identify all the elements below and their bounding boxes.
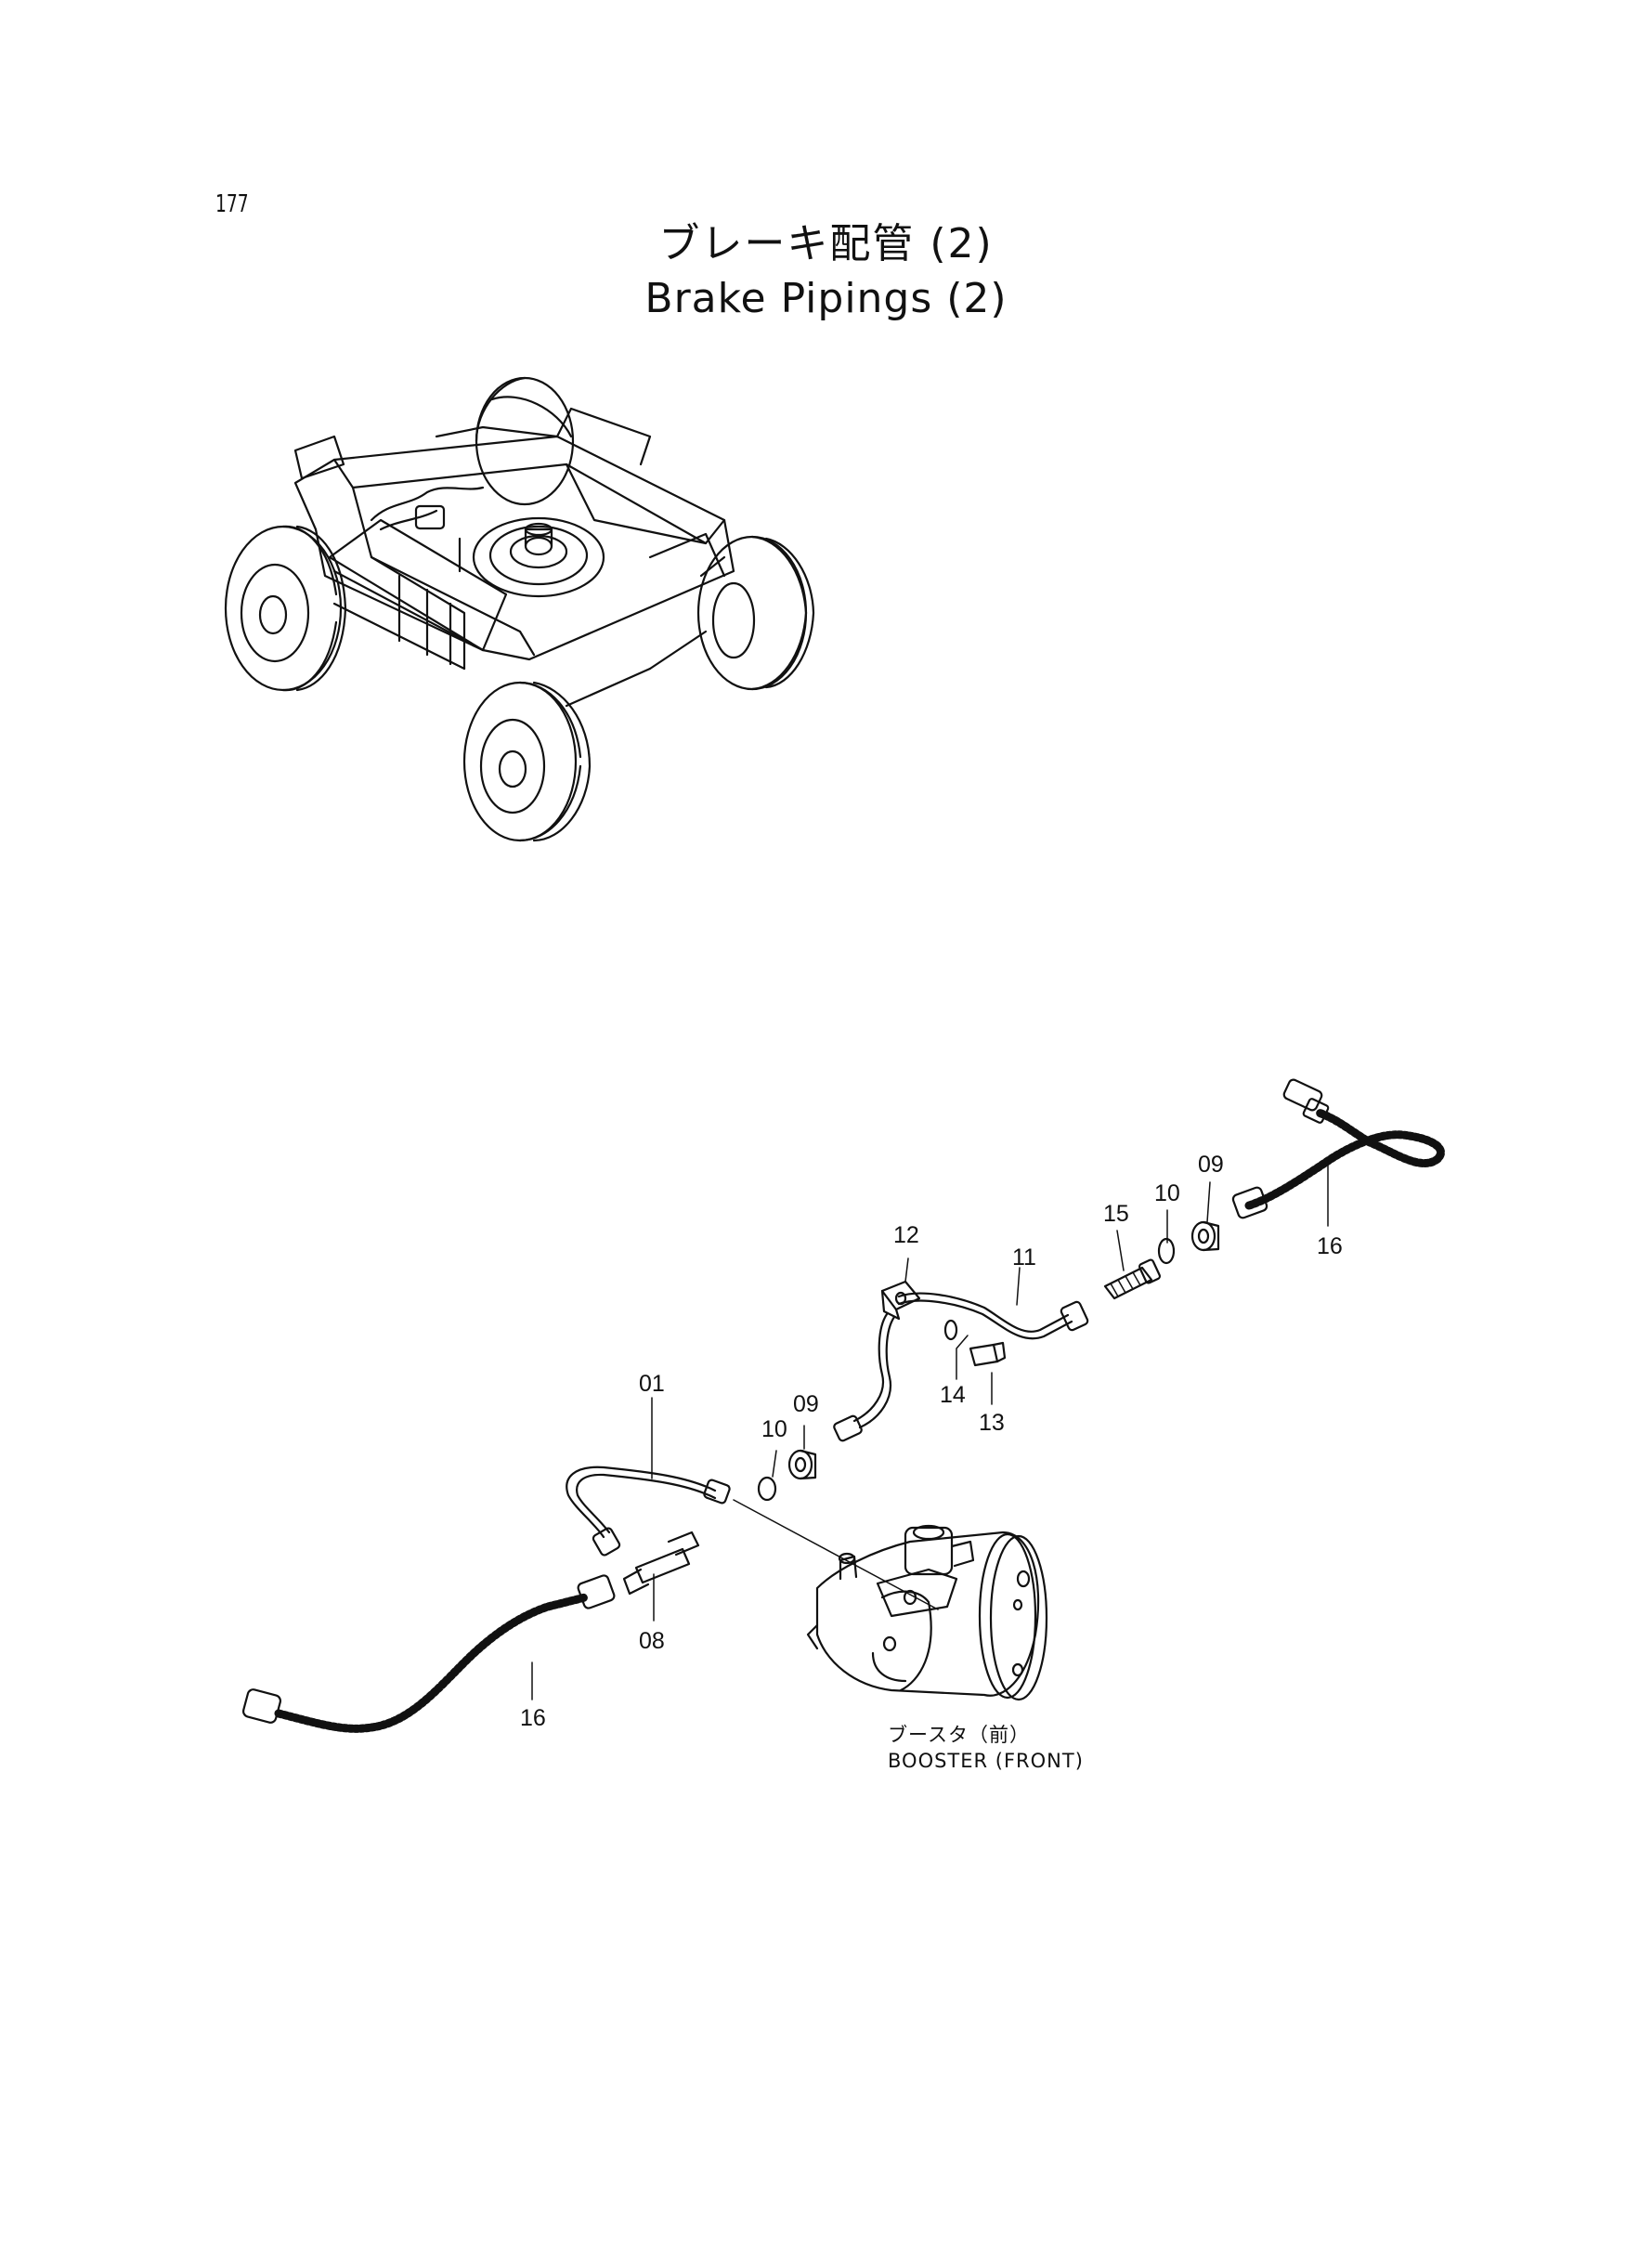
pipe-11 (897, 1292, 1089, 1340)
callout-10-lower: 10 (761, 1416, 787, 1442)
hose-16-upper (1231, 1078, 1445, 1219)
pipe-01 (566, 1466, 731, 1557)
callout-11: 11 (1012, 1244, 1036, 1270)
callout-labels: 01 08 09 10 11 12 13 14 15 10 09 16 16 (520, 1152, 1343, 1731)
washer-14 (943, 1319, 958, 1341)
callout-01: 01 (639, 1371, 665, 1397)
bolt-13 (969, 1341, 1007, 1367)
washer-10-upper (1157, 1237, 1176, 1265)
booster-label: ブースタ（前） BOOSTER (FRONT) (888, 1722, 1084, 1774)
adapter-15 (1103, 1258, 1162, 1300)
booster-front (806, 1524, 1048, 1701)
leader-lines (531, 1160, 1329, 1700)
callout-13: 13 (979, 1410, 1005, 1436)
callout-16-lower: 16 (520, 1705, 546, 1731)
callout-10-upper: 10 (1154, 1180, 1180, 1206)
booster-label-japanese: ブースタ（前） (888, 1724, 1030, 1746)
title-japanese: ブレーキ配管 (2) (658, 220, 994, 267)
callout-15: 15 (1103, 1201, 1129, 1227)
callout-16-upper: 16 (1317, 1233, 1343, 1259)
nut-09-lower (787, 1449, 817, 1480)
bracket-12 (833, 1280, 921, 1442)
hose-16-lower (241, 1574, 616, 1733)
callout-12: 12 (893, 1222, 919, 1248)
washer-10-lower (757, 1476, 777, 1502)
title-english: Brake Pipings (2) (644, 275, 1008, 322)
callout-09-upper: 09 (1198, 1152, 1224, 1178)
callout-14: 14 (940, 1382, 966, 1408)
tee-08 (622, 1531, 700, 1596)
page-number: 177 (215, 190, 249, 218)
nut-09-upper (1190, 1220, 1220, 1252)
callout-08: 08 (639, 1628, 665, 1654)
booster-label-english: BOOSTER (FRONT) (888, 1750, 1084, 1772)
chassis-overview-illustration (224, 376, 815, 842)
callout-09-lower: 09 (793, 1391, 819, 1417)
